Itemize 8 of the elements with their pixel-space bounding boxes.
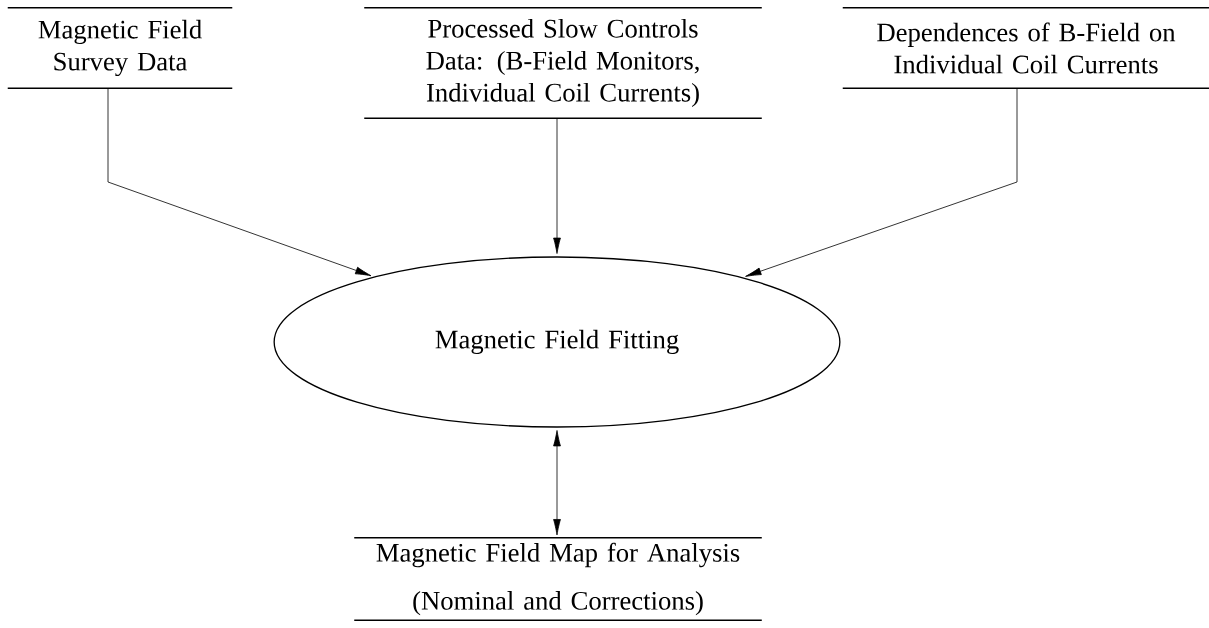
- data-store: Processed Slow Controls Data: (B-Field Monitors, Individual Coil Currents): [363, 7, 763, 119]
- arrow: [745, 87, 1018, 277]
- arrow: [553, 430, 561, 536]
- data-store: Magnetic Field Map for Analysis (Nominal and Corrections): [353, 537, 763, 621]
- arrow: [107, 87, 372, 277]
- arrow: [553, 117, 561, 254]
- data-store: Dependences of B-Field on Individual Coil Currents: [842, 7, 1209, 89]
- data-store: Magnetic Field Survey Data: [7, 7, 233, 89]
